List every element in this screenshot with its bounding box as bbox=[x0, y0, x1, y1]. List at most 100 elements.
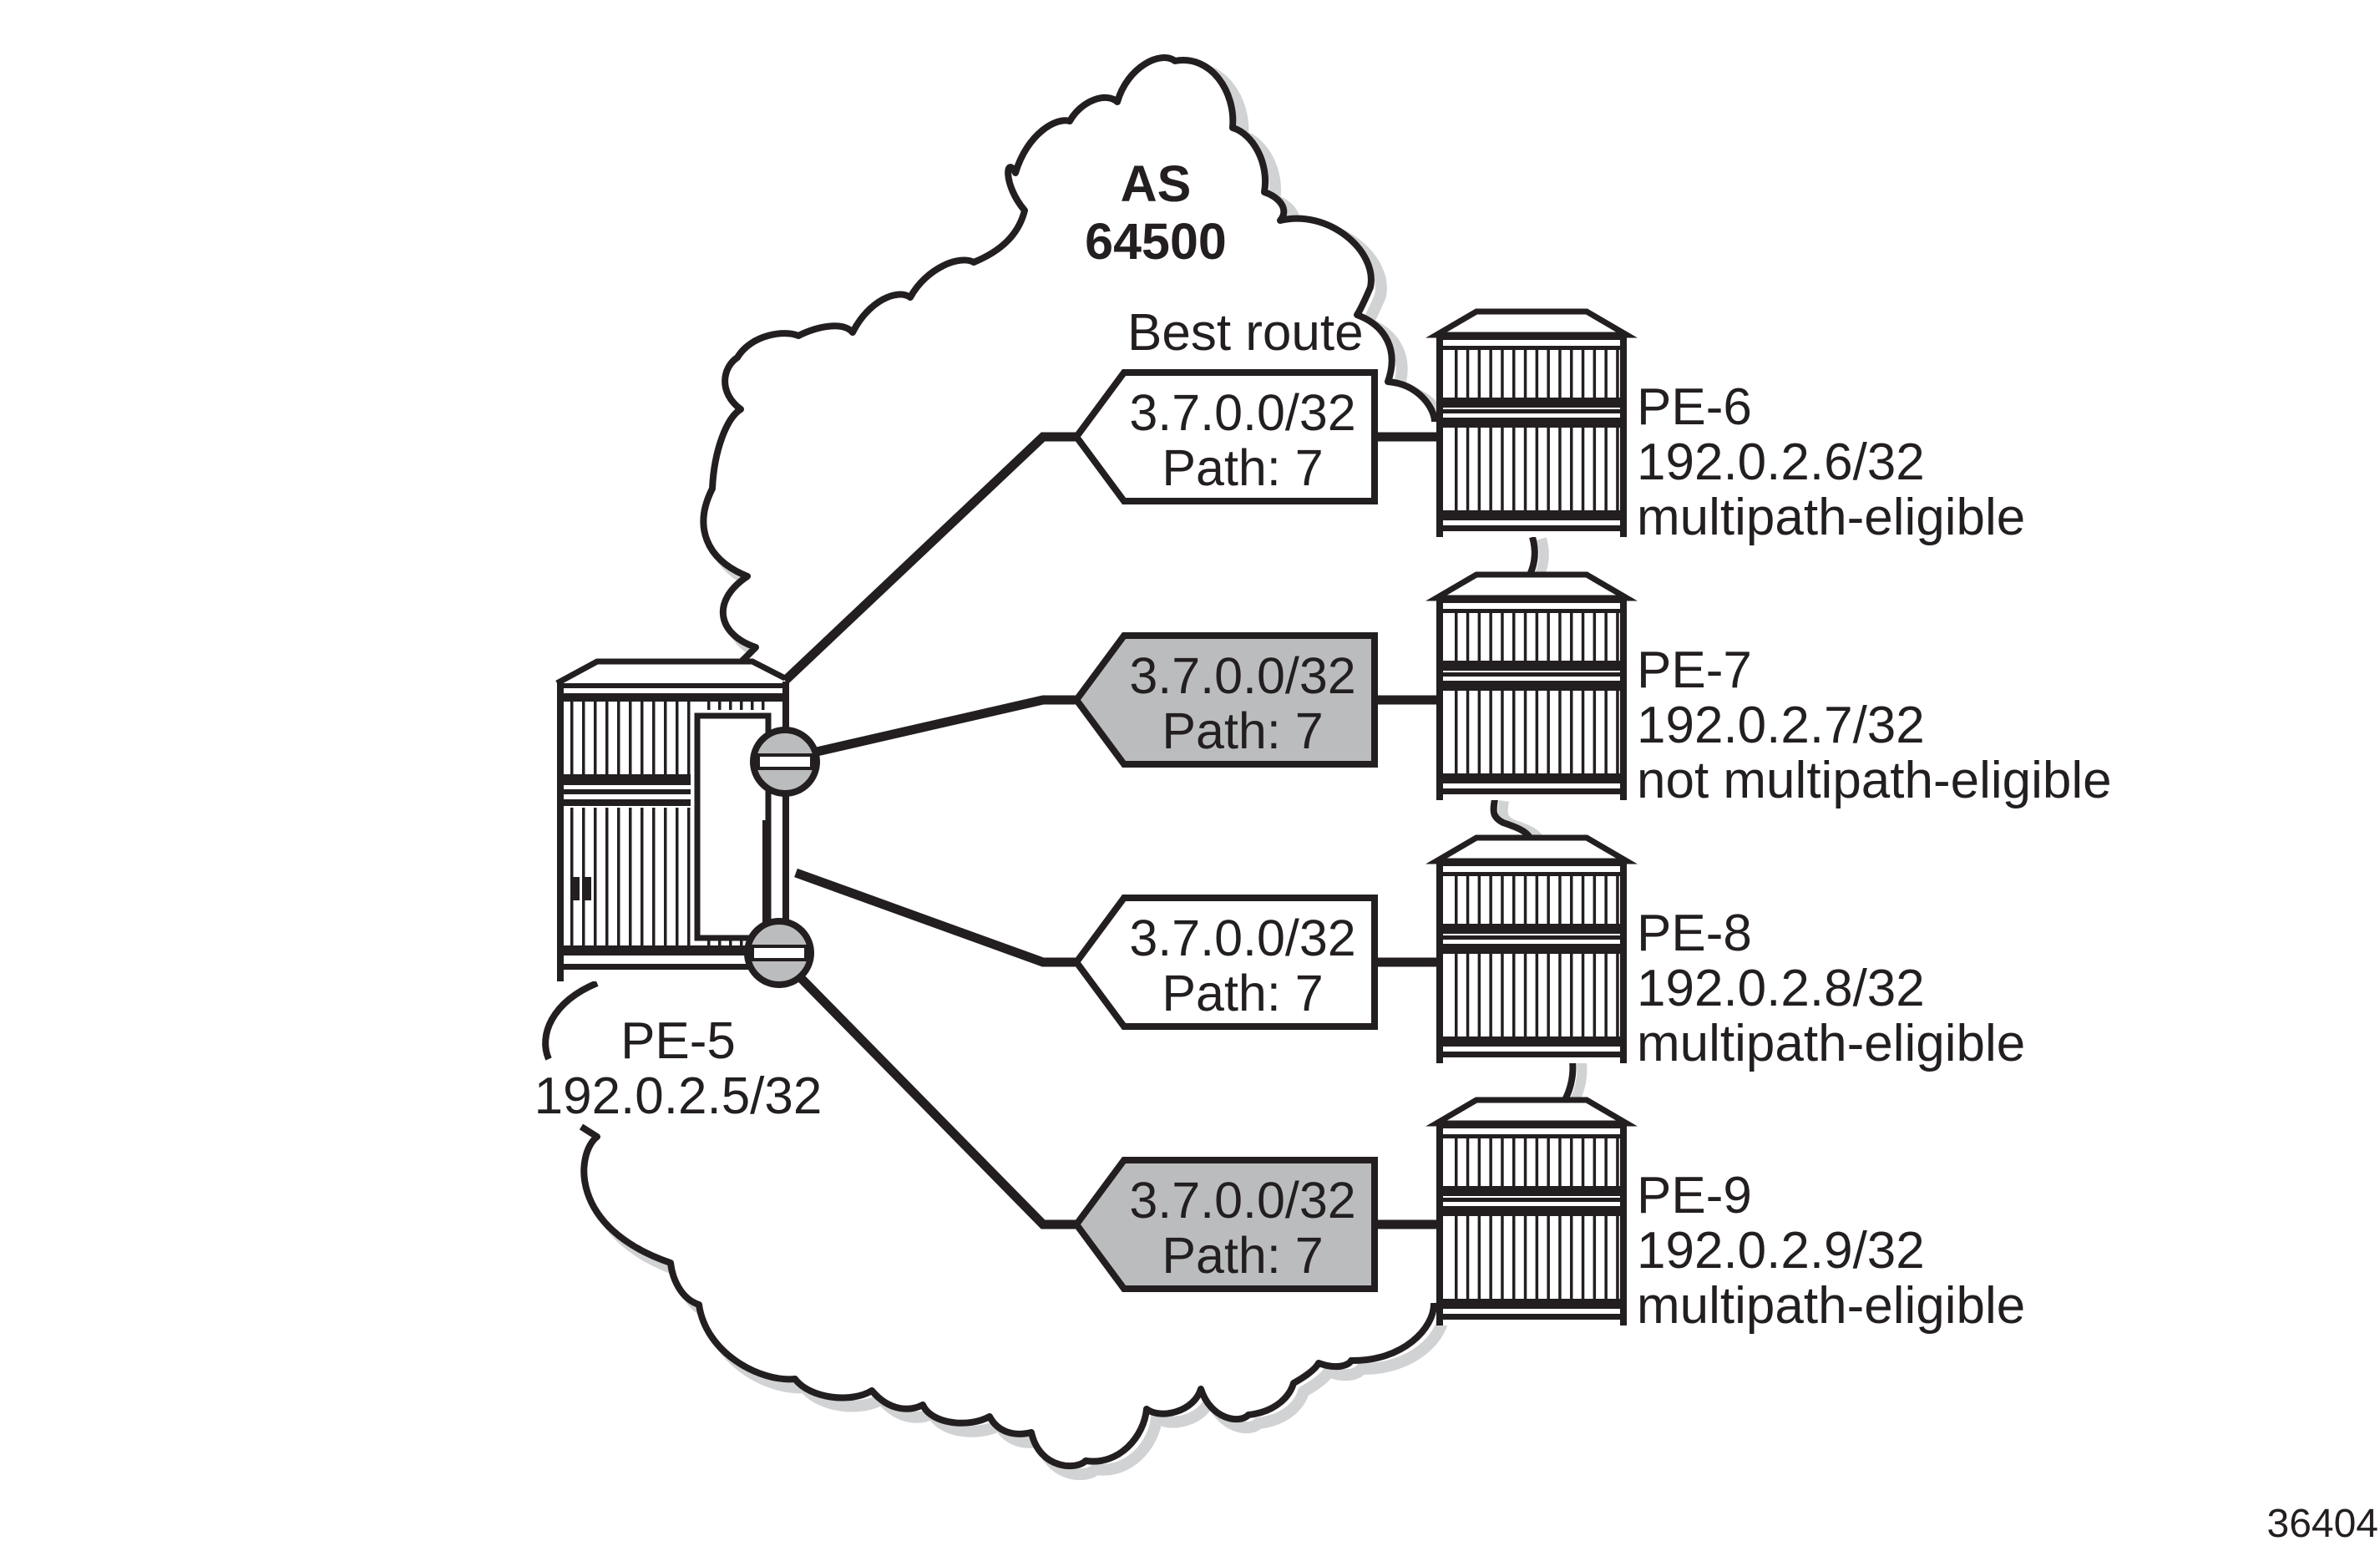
router-stripe bbox=[1570, 876, 1573, 924]
router-stripe bbox=[664, 702, 667, 774]
router-band bbox=[1436, 1186, 1627, 1196]
router-icon bbox=[1425, 571, 1638, 800]
router-stripe bbox=[594, 702, 597, 774]
router-stripe bbox=[1570, 1138, 1573, 1186]
router-stripe bbox=[629, 702, 632, 774]
router-stripe bbox=[1547, 1216, 1550, 1299]
router-stripe bbox=[641, 808, 644, 945]
router-stripe bbox=[1523, 1138, 1527, 1186]
link-pe-8[interactable] bbox=[794, 868, 1077, 967]
port-bar bbox=[757, 753, 813, 770]
link-pe-6[interactable] bbox=[782, 432, 1077, 684]
router-stripe bbox=[1477, 876, 1481, 924]
as-number: 64500 bbox=[1085, 213, 1227, 270]
route-path: Path: 7 bbox=[1162, 965, 1323, 1021]
router-stripe bbox=[605, 808, 609, 945]
link-pe-7[interactable] bbox=[815, 695, 1077, 757]
router-stripe bbox=[1535, 876, 1539, 924]
router-stripe bbox=[1593, 1138, 1597, 1186]
router-stripe bbox=[1489, 613, 1492, 661]
router-stripe bbox=[1523, 428, 1527, 510]
router-stripe bbox=[1558, 1138, 1562, 1186]
port-blocked-icon[interactable] bbox=[744, 918, 814, 988]
peer-name: PE-7 bbox=[1637, 641, 1752, 699]
router-stripe bbox=[1512, 1138, 1516, 1186]
router-stripe bbox=[652, 808, 656, 945]
router-stripe bbox=[1477, 613, 1481, 661]
router-stripe bbox=[1604, 876, 1608, 924]
router-stripe bbox=[1547, 954, 1550, 1037]
router-stripe bbox=[594, 808, 597, 945]
peer-multipath-status: multipath-eligible bbox=[1637, 489, 2025, 546]
router-stripe bbox=[1593, 1216, 1597, 1299]
router-band bbox=[1436, 935, 1627, 940]
router-band bbox=[557, 693, 785, 702]
router-band bbox=[1436, 418, 1627, 428]
router-band bbox=[1436, 1314, 1627, 1320]
router-icon bbox=[1425, 1097, 1638, 1326]
router-top-bevel bbox=[1425, 308, 1638, 338]
router-stripe bbox=[1593, 350, 1597, 398]
router-stripe bbox=[1466, 876, 1470, 924]
router-stripe bbox=[1570, 954, 1573, 1037]
router-stripe bbox=[664, 808, 667, 945]
router-stripe bbox=[1616, 428, 1619, 510]
router-stripe bbox=[687, 702, 691, 774]
router-stripe bbox=[1455, 428, 1458, 510]
route-tag-shape bbox=[1072, 1157, 1378, 1292]
router-band bbox=[557, 945, 762, 955]
router-stripe bbox=[718, 702, 722, 710]
router-stripe bbox=[1466, 954, 1470, 1037]
peer-address: 192.0.2.6/32 bbox=[1637, 433, 1925, 491]
port-blocked-icon[interactable] bbox=[750, 727, 820, 797]
router-stripe bbox=[1455, 876, 1458, 924]
router-stripe bbox=[1535, 428, 1539, 510]
router-stripe bbox=[1558, 691, 1562, 773]
router-stripe bbox=[617, 808, 620, 945]
cloud-outline-bottom bbox=[579, 1123, 1438, 1470]
link-pe-9[interactable] bbox=[798, 976, 1077, 1229]
router-stripe bbox=[1547, 1138, 1550, 1186]
router-stripe bbox=[1477, 428, 1481, 510]
router-stripe bbox=[617, 702, 620, 774]
router-stripe bbox=[1489, 876, 1492, 924]
router-stripe bbox=[1466, 428, 1470, 510]
route-prefix: 3.7.0.0/32 bbox=[1129, 647, 1355, 704]
router-side-rail bbox=[762, 820, 767, 937]
router-stripe bbox=[1477, 1216, 1481, 1299]
router-stripe bbox=[1581, 876, 1585, 924]
router-stripe bbox=[1489, 1138, 1492, 1186]
router-band bbox=[1436, 598, 1627, 603]
router-stripe bbox=[1501, 954, 1504, 1037]
router-band bbox=[1436, 510, 1627, 520]
router-stripe bbox=[1466, 691, 1470, 773]
router-side-rail bbox=[1620, 859, 1627, 1063]
router-band bbox=[1436, 398, 1627, 408]
cloud-outline bbox=[1562, 1060, 1577, 1102]
router-stripe bbox=[1535, 954, 1539, 1037]
router-stripe bbox=[1489, 1216, 1492, 1299]
router-stripe bbox=[1512, 613, 1516, 661]
source-router[interactable] bbox=[555, 658, 820, 988]
router-stripe bbox=[1558, 350, 1562, 398]
router-stripe bbox=[1558, 428, 1562, 510]
router-band bbox=[1436, 773, 1627, 783]
router-handle bbox=[584, 877, 591, 900]
router-stripe bbox=[1466, 1138, 1470, 1186]
router-stripe bbox=[751, 702, 754, 710]
router-side-rail bbox=[1620, 333, 1627, 537]
router-side-rail bbox=[1620, 1122, 1627, 1326]
peer-name: PE-6 bbox=[1637, 378, 1752, 436]
router-stripe bbox=[1523, 876, 1527, 924]
router-stripe bbox=[1477, 954, 1481, 1037]
router-stripe bbox=[1523, 954, 1527, 1037]
as-label: AS bbox=[1121, 155, 1192, 212]
